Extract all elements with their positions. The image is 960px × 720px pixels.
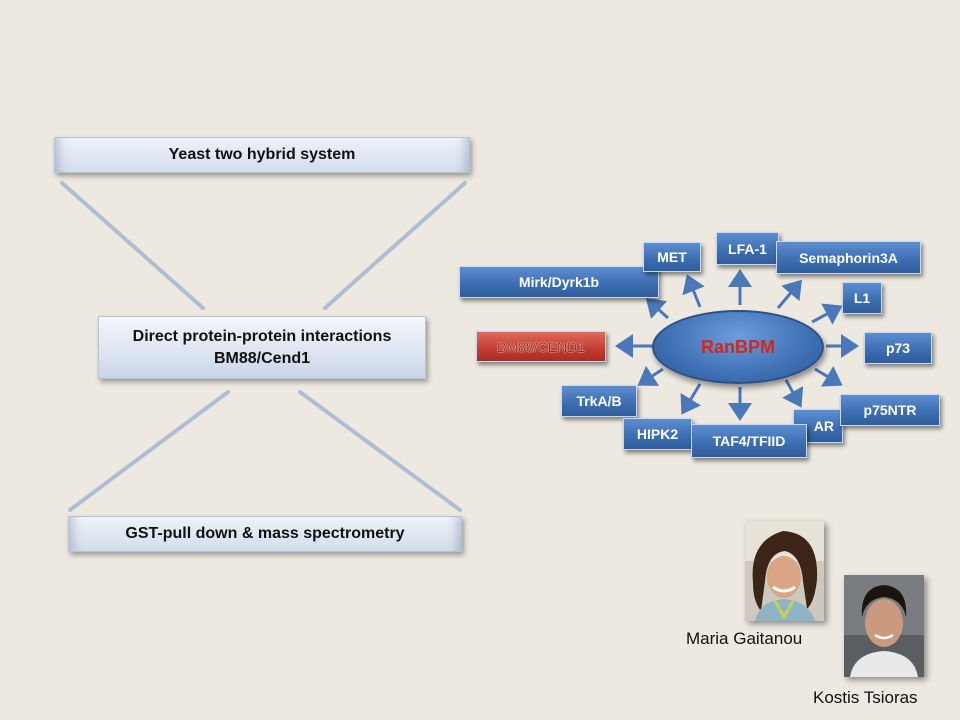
node-p75: p75NTR [840, 394, 940, 426]
gst-pulldown-label: GST-pull down & mass spectrometry [125, 525, 405, 542]
connector-top-left [60, 181, 205, 310]
node-bm88: BM88/CEND1 [476, 331, 606, 362]
connector-bottom-left [68, 390, 230, 512]
arrow-to-trka [637, 365, 664, 386]
arrow-to-met [682, 274, 705, 308]
photo-kostis-tsioras [844, 575, 924, 677]
direct-interactions-line2: BM88/Cend1 [213, 349, 311, 367]
direct-interactions-box: Direct protein-protein interactions BM88… [98, 316, 426, 379]
node-p73: p73 [864, 332, 932, 364]
node-l1: L1 [842, 282, 882, 314]
arrow-to-hipk2 [680, 383, 702, 415]
node-l1-label: L1 [853, 290, 871, 306]
node-taf4: TAF4/TFIID [691, 424, 807, 458]
node-trka-label: TrkA/B [576, 393, 622, 409]
arrow-to-l1 [811, 303, 843, 325]
node-taf4-label: TAF4/TFIID [712, 433, 786, 449]
node-lfa1-label: LFA-1 [728, 240, 767, 257]
node-met-label: MET [657, 249, 687, 265]
caption-kostis-tsioras: Kostis Tsioras [813, 688, 918, 707]
arrow-to-mirk [645, 297, 670, 320]
node-met: MET [643, 242, 701, 272]
node-semaphorin-label: Semaphorin3A [799, 249, 898, 266]
connector-top-right [323, 181, 467, 310]
node-p75-label: p75NTR [863, 402, 917, 418]
node-ranbpm-label: RanBPM [700, 336, 775, 357]
node-bm88-label: BM88/CEND1 [497, 338, 585, 355]
portrait-woman-icon [745, 521, 824, 621]
node-hipk2: HIPK2 [623, 418, 692, 450]
node-lfa1: LFA-1 [716, 232, 779, 265]
node-mirk: Mirk/Dyrk1b [459, 266, 659, 298]
node-hipk2-label: HIPK2 [636, 426, 679, 442]
yeast-two-hybrid-label: Yeast two hybrid system [168, 146, 356, 163]
connector-bottom-right [298, 390, 462, 512]
portrait-man-icon [844, 575, 924, 677]
arrow-to-semaphorin [776, 279, 802, 309]
node-mirk-label: Mirk/Dyrk1b [518, 274, 600, 290]
node-p73-label: p73 [885, 340, 911, 356]
node-ranbpm: RanBPM [652, 310, 824, 384]
arrow-to-ar [782, 379, 804, 408]
arrow-to-p75 [814, 365, 843, 387]
gst-pulldown-box: GST-pull down & mass spectrometry [68, 516, 462, 552]
node-semaphorin: Semaphorin3A [776, 241, 921, 274]
node-ar-label: AR [813, 418, 834, 434]
photo-maria-gaitanou [745, 521, 824, 621]
node-trka: TrkA/B [561, 385, 637, 417]
direct-interactions-line1: Direct protein-protein interactions [132, 327, 392, 345]
yeast-two-hybrid-box: Yeast two hybrid system [54, 137, 470, 173]
caption-maria-gaitanou: Maria Gaitanou [686, 629, 803, 648]
